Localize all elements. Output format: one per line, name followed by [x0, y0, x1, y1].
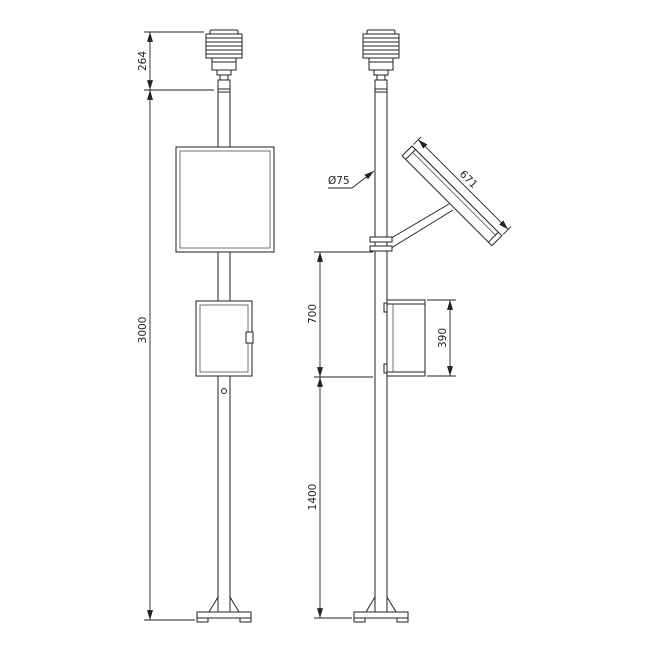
dim-3000-label: 3000: [137, 317, 149, 344]
dim-dia75-label: Ø75: [328, 175, 350, 187]
dim-lower-span: 1400: [307, 377, 352, 619]
box-latch: [245, 331, 254, 344]
side-control-box: [383, 299, 426, 377]
dim-sensor-height: 264: [137, 31, 214, 91]
pole-bolt: [221, 388, 227, 394]
dim-enclosure-height: 390: [427, 299, 456, 377]
dim-1400-label: 1400: [307, 484, 319, 511]
dimension-annotations: 264 3000 Ø75 700 1400: [137, 31, 456, 621]
side-view: 671: [353, 29, 512, 623]
side-sensor: [362, 29, 400, 81]
dim-390-label: 390: [437, 328, 449, 348]
front-control-box: [195, 300, 254, 377]
front-base: [196, 596, 252, 623]
dim-pole-diameter: Ø75: [328, 170, 375, 189]
side-base: [353, 596, 409, 623]
side-solar-panel: 671: [401, 136, 512, 247]
front-sensor: [205, 29, 243, 81]
dim-264-label: 264: [137, 51, 149, 71]
dim-upper-span: 700: [307, 251, 373, 378]
dim-total-height: 3000: [137, 90, 195, 621]
side-pole: [374, 79, 388, 613]
dim-671-label: 671: [457, 168, 480, 191]
front-solar-panel: [175, 146, 275, 253]
dim-700-label: 700: [307, 304, 319, 324]
front-view: [175, 29, 275, 623]
